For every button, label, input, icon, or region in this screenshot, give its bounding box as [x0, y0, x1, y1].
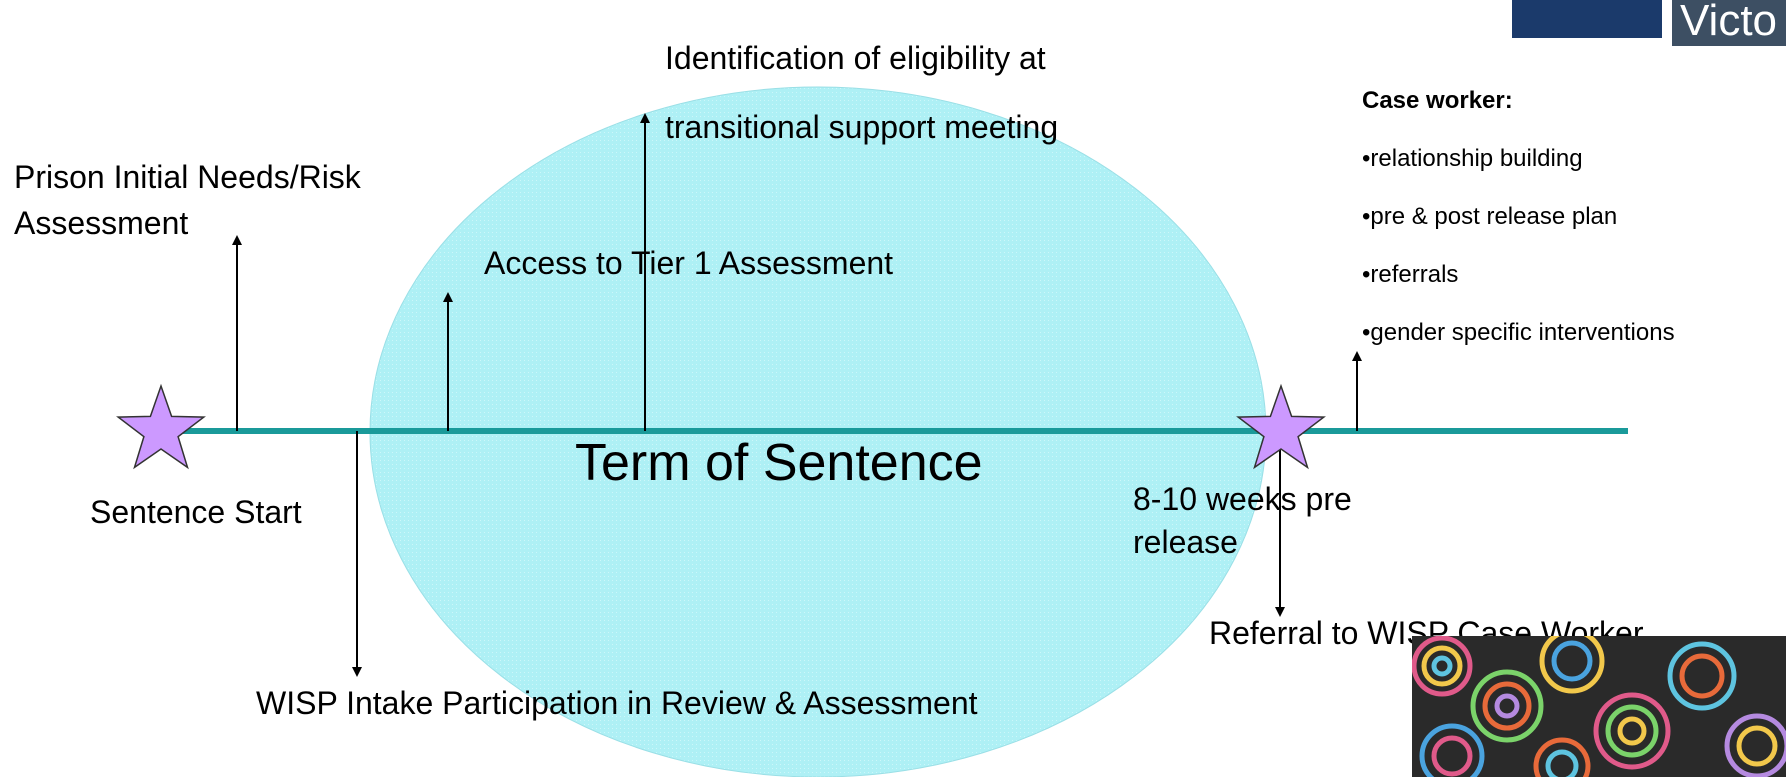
star-pre-release — [1236, 383, 1326, 470]
case-worker-item: •relationship building — [1362, 145, 1583, 172]
label-pre-release-1: 8-10 weeks pre — [1133, 481, 1352, 517]
label-eligibility-2: transitional support meeting — [665, 109, 1059, 145]
label-wisp-intake: WISP Intake Participation in Review & As… — [256, 685, 978, 721]
case-worker-item: •referrals — [1362, 261, 1459, 288]
case-worker-title: Case worker: — [1362, 87, 1513, 114]
label-sentence-start: Sentence Start — [90, 494, 302, 530]
logo: Victo — [1672, 0, 1786, 46]
term-of-sentence-title: Term of Sentence — [575, 434, 983, 492]
label-pre-release-2: release — [1133, 524, 1238, 560]
case-worker-item: •pre & post release plan — [1362, 203, 1618, 230]
label-prison-assessment-2: Assessment — [14, 205, 189, 241]
label-prison-assessment-1: Prison Initial Needs/Risk — [14, 159, 361, 195]
case-worker-item: •gender specific interventions — [1362, 319, 1675, 346]
label-eligibility-1: Identification of eligibility at — [665, 40, 1046, 76]
logo-block — [1512, 0, 1662, 38]
label-access-tier1: Access to Tier 1 Assessment — [484, 245, 894, 281]
star-sentence-start — [116, 383, 206, 470]
logo-text: Victo — [1680, 0, 1778, 45]
decorative-pattern-image — [1412, 636, 1786, 777]
